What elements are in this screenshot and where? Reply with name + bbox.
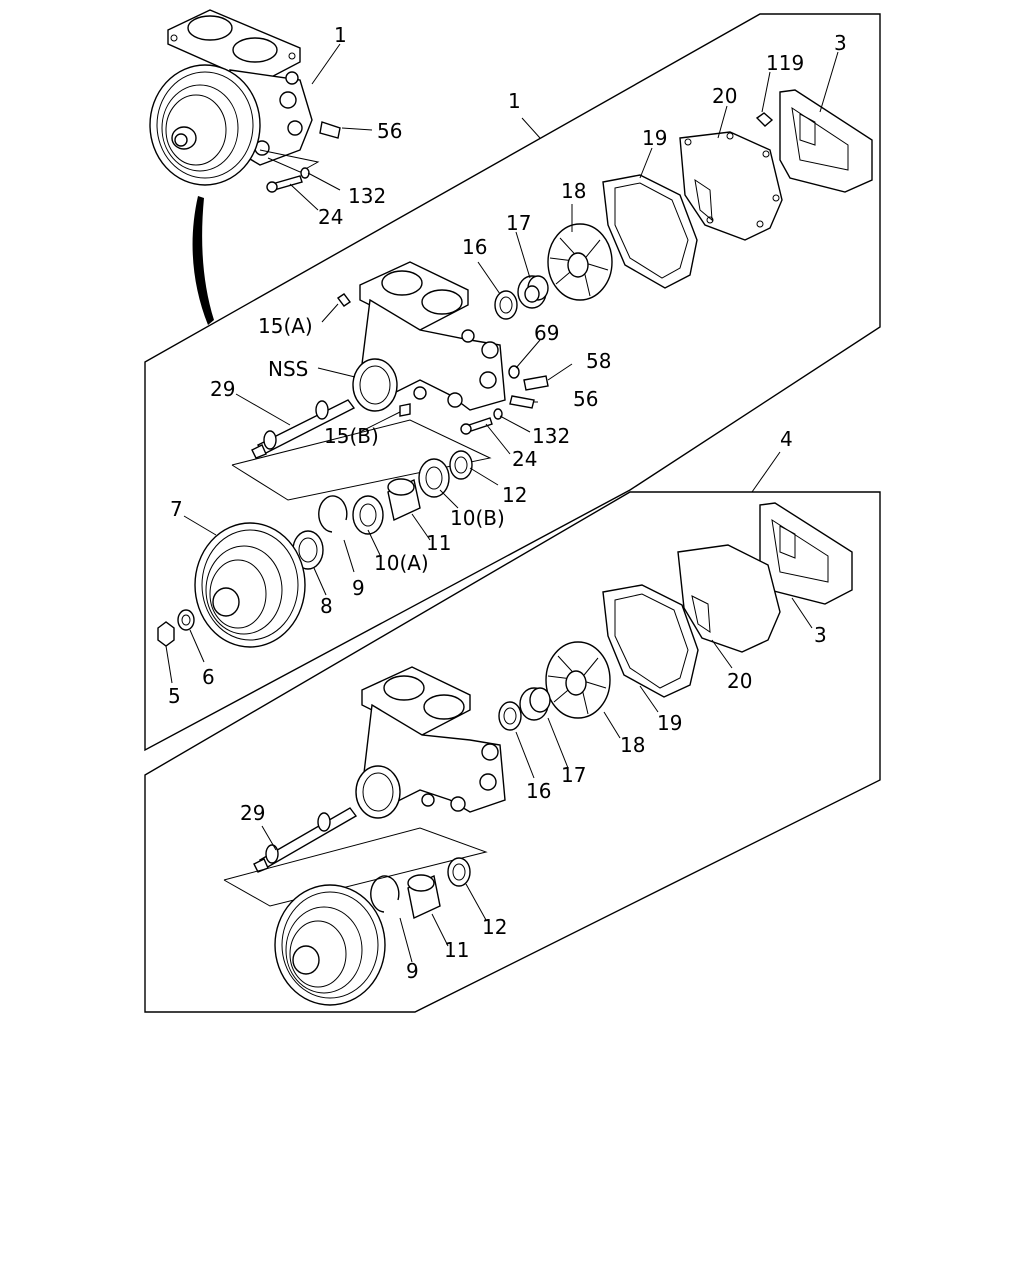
callout-a4-3: 3	[814, 623, 827, 647]
gasket-20b	[677, 544, 781, 653]
callout-a1-56: 56	[573, 387, 598, 411]
shaft-29	[251, 399, 356, 459]
callout-a1-16: 16	[462, 235, 487, 259]
assembly-4-frame	[144, 491, 881, 1013]
callout-top-56: 56	[377, 119, 402, 143]
callout-a1-132: 132	[532, 424, 570, 448]
pulley-7	[194, 522, 306, 648]
gasket-20	[679, 131, 783, 241]
callout-a1-10b: 10(B)	[450, 506, 505, 530]
callout-a1-7: 7	[170, 497, 183, 521]
callout-a4-9: 9	[406, 959, 419, 983]
seal-17	[517, 275, 549, 309]
callout-a1-18: 18	[561, 179, 586, 203]
callout-a4-12: 12	[482, 915, 507, 939]
callout-a4-19: 19	[657, 711, 682, 735]
snap-ring-9b	[370, 875, 400, 913]
callout-top-1: 1	[334, 23, 347, 47]
callout-a1-29: 29	[210, 377, 235, 401]
assembly-1-leaders	[165, 51, 839, 684]
callout-a1-3: 3	[834, 31, 847, 55]
callout-a1-9: 9	[352, 576, 365, 600]
top-pulley	[149, 64, 261, 186]
callout-a1-19: 19	[642, 126, 667, 150]
shaft-29b	[253, 807, 358, 873]
assembly-1-parts	[157, 89, 873, 648]
pump-housing	[352, 261, 506, 412]
callout-a4-17: 17	[561, 763, 586, 787]
pump-housing-b	[355, 666, 506, 819]
nut-5	[157, 621, 175, 647]
bearing-10b	[418, 458, 450, 498]
callout-a1-15b: 15(B)	[324, 424, 379, 448]
callout-a1-58: 58	[586, 349, 611, 373]
callout-a4-16: 16	[526, 779, 551, 803]
callout-a1-17: 17	[506, 211, 531, 235]
swoosh-arrow	[192, 196, 214, 325]
callout-top-132: 132	[348, 184, 386, 208]
callout-a1-5: 5	[168, 684, 181, 708]
assembly-1-frame	[144, 13, 881, 752]
callout-a1-8: 8	[320, 594, 333, 618]
callout-a4-11: 11	[444, 938, 469, 962]
cover-plate-3	[779, 89, 873, 193]
callout-a1-10a: 10(A)	[374, 551, 429, 575]
ring-12b	[447, 857, 471, 887]
callout-a1-20: 20	[712, 84, 737, 108]
ring-12	[449, 450, 473, 480]
callout-a4-4: 4	[780, 427, 793, 451]
assembled-water-pump	[149, 9, 341, 193]
callout-a1-nss: NSS	[268, 357, 308, 381]
callout-a4-18: 18	[620, 733, 645, 757]
callout-a1-119: 119	[766, 51, 804, 75]
callout-a1-15a: 15(A)	[258, 314, 313, 338]
callout-a1-1: 1	[508, 89, 521, 113]
gasket-19b	[602, 584, 699, 698]
callout-top-24: 24	[318, 205, 343, 229]
ring-16	[494, 290, 518, 320]
impeller-18b	[545, 641, 611, 719]
callout-a1-6: 6	[202, 665, 215, 689]
callout-a1-11: 11	[426, 531, 451, 555]
callout-a1-69: 69	[534, 321, 559, 345]
bearing-10a	[352, 495, 384, 535]
pulley-b	[274, 884, 386, 1006]
snap-ring-9	[318, 495, 348, 533]
callout-a4-20: 20	[727, 669, 752, 693]
assembly-4-leaders	[261, 451, 813, 963]
washer-6	[177, 609, 195, 631]
impeller-18	[547, 223, 613, 301]
ring-16b	[498, 701, 522, 731]
callout-a4-29: 29	[240, 801, 265, 825]
callout-a1-24: 24	[512, 447, 537, 471]
callout-a1-12: 12	[502, 483, 527, 507]
assembly-4-parts	[223, 502, 853, 1006]
